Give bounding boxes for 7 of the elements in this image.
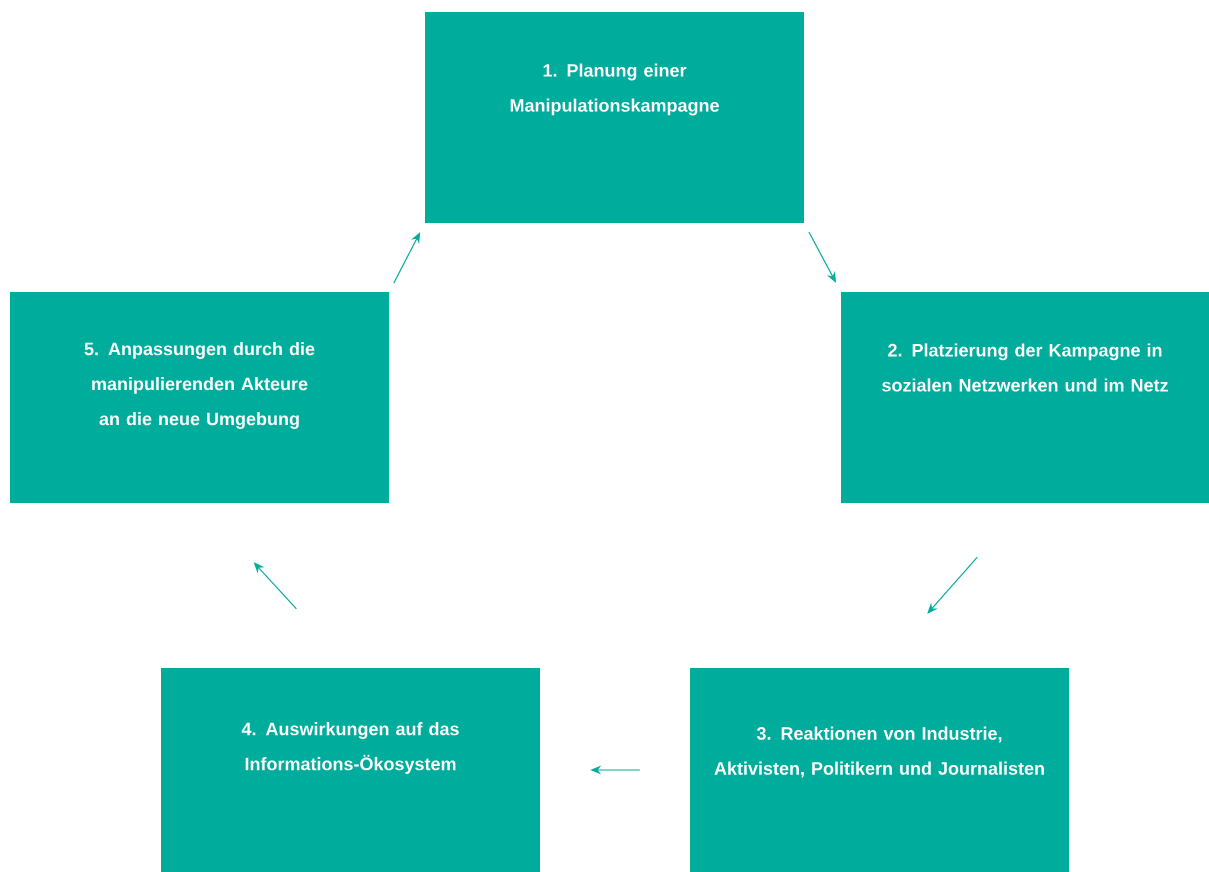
process-box: 1. Planung einer Manipulationskampagne — [425, 12, 804, 223]
process-box: 5. Anpassungen durch die manipulierenden Akteure an die neue Umgebung — [10, 292, 389, 503]
process-box: 2. Platzierung der Kampagne in sozialen Netzwerken und im Netz — [841, 292, 1209, 503]
process-box: 4. Auswirkungen auf das Informations-Ökosystem — [161, 668, 540, 872]
arrow — [393, 232, 421, 284]
process-box: 3. Reaktionen von Industrie, Aktivisten, Politikern und Journalisten — [690, 668, 1069, 872]
arrow — [927, 556, 978, 614]
